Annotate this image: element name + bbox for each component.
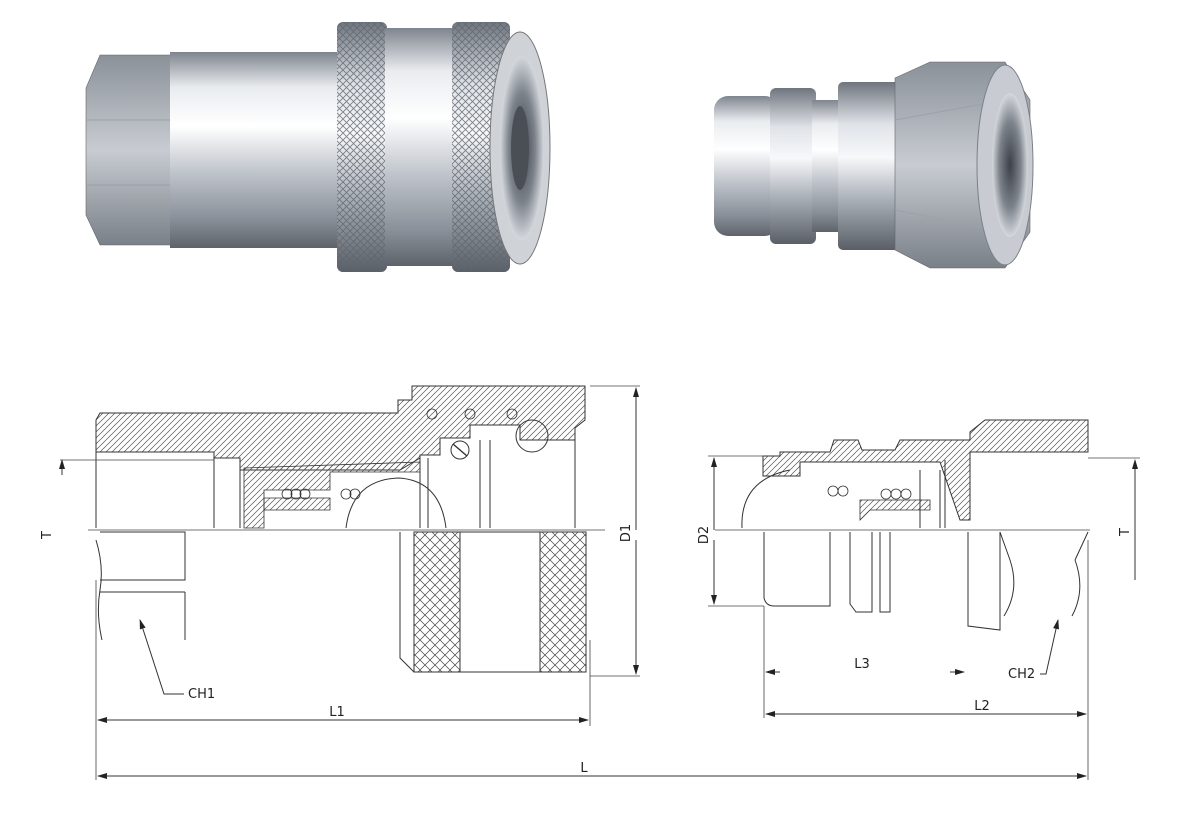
dimension-lines [59, 387, 1138, 779]
label-ch2: CH2 [1008, 667, 1035, 682]
label-l: L [580, 761, 588, 776]
label-d1: D1 [619, 524, 634, 542]
label-l3: L3 [854, 657, 870, 672]
plug-section [741, 419, 1089, 631]
plug-photo [714, 61, 1034, 269]
label-l1: L1 [329, 705, 345, 720]
socket-photo [85, 22, 551, 272]
label-l2: L2 [974, 699, 990, 714]
label-t-left: T [40, 531, 55, 540]
center-lines [60, 385, 1140, 780]
label-d2: D2 [697, 526, 712, 544]
label-t-right: T [1118, 528, 1133, 537]
socket-section [95, 385, 587, 673]
label-ch1: CH1 [188, 687, 215, 702]
